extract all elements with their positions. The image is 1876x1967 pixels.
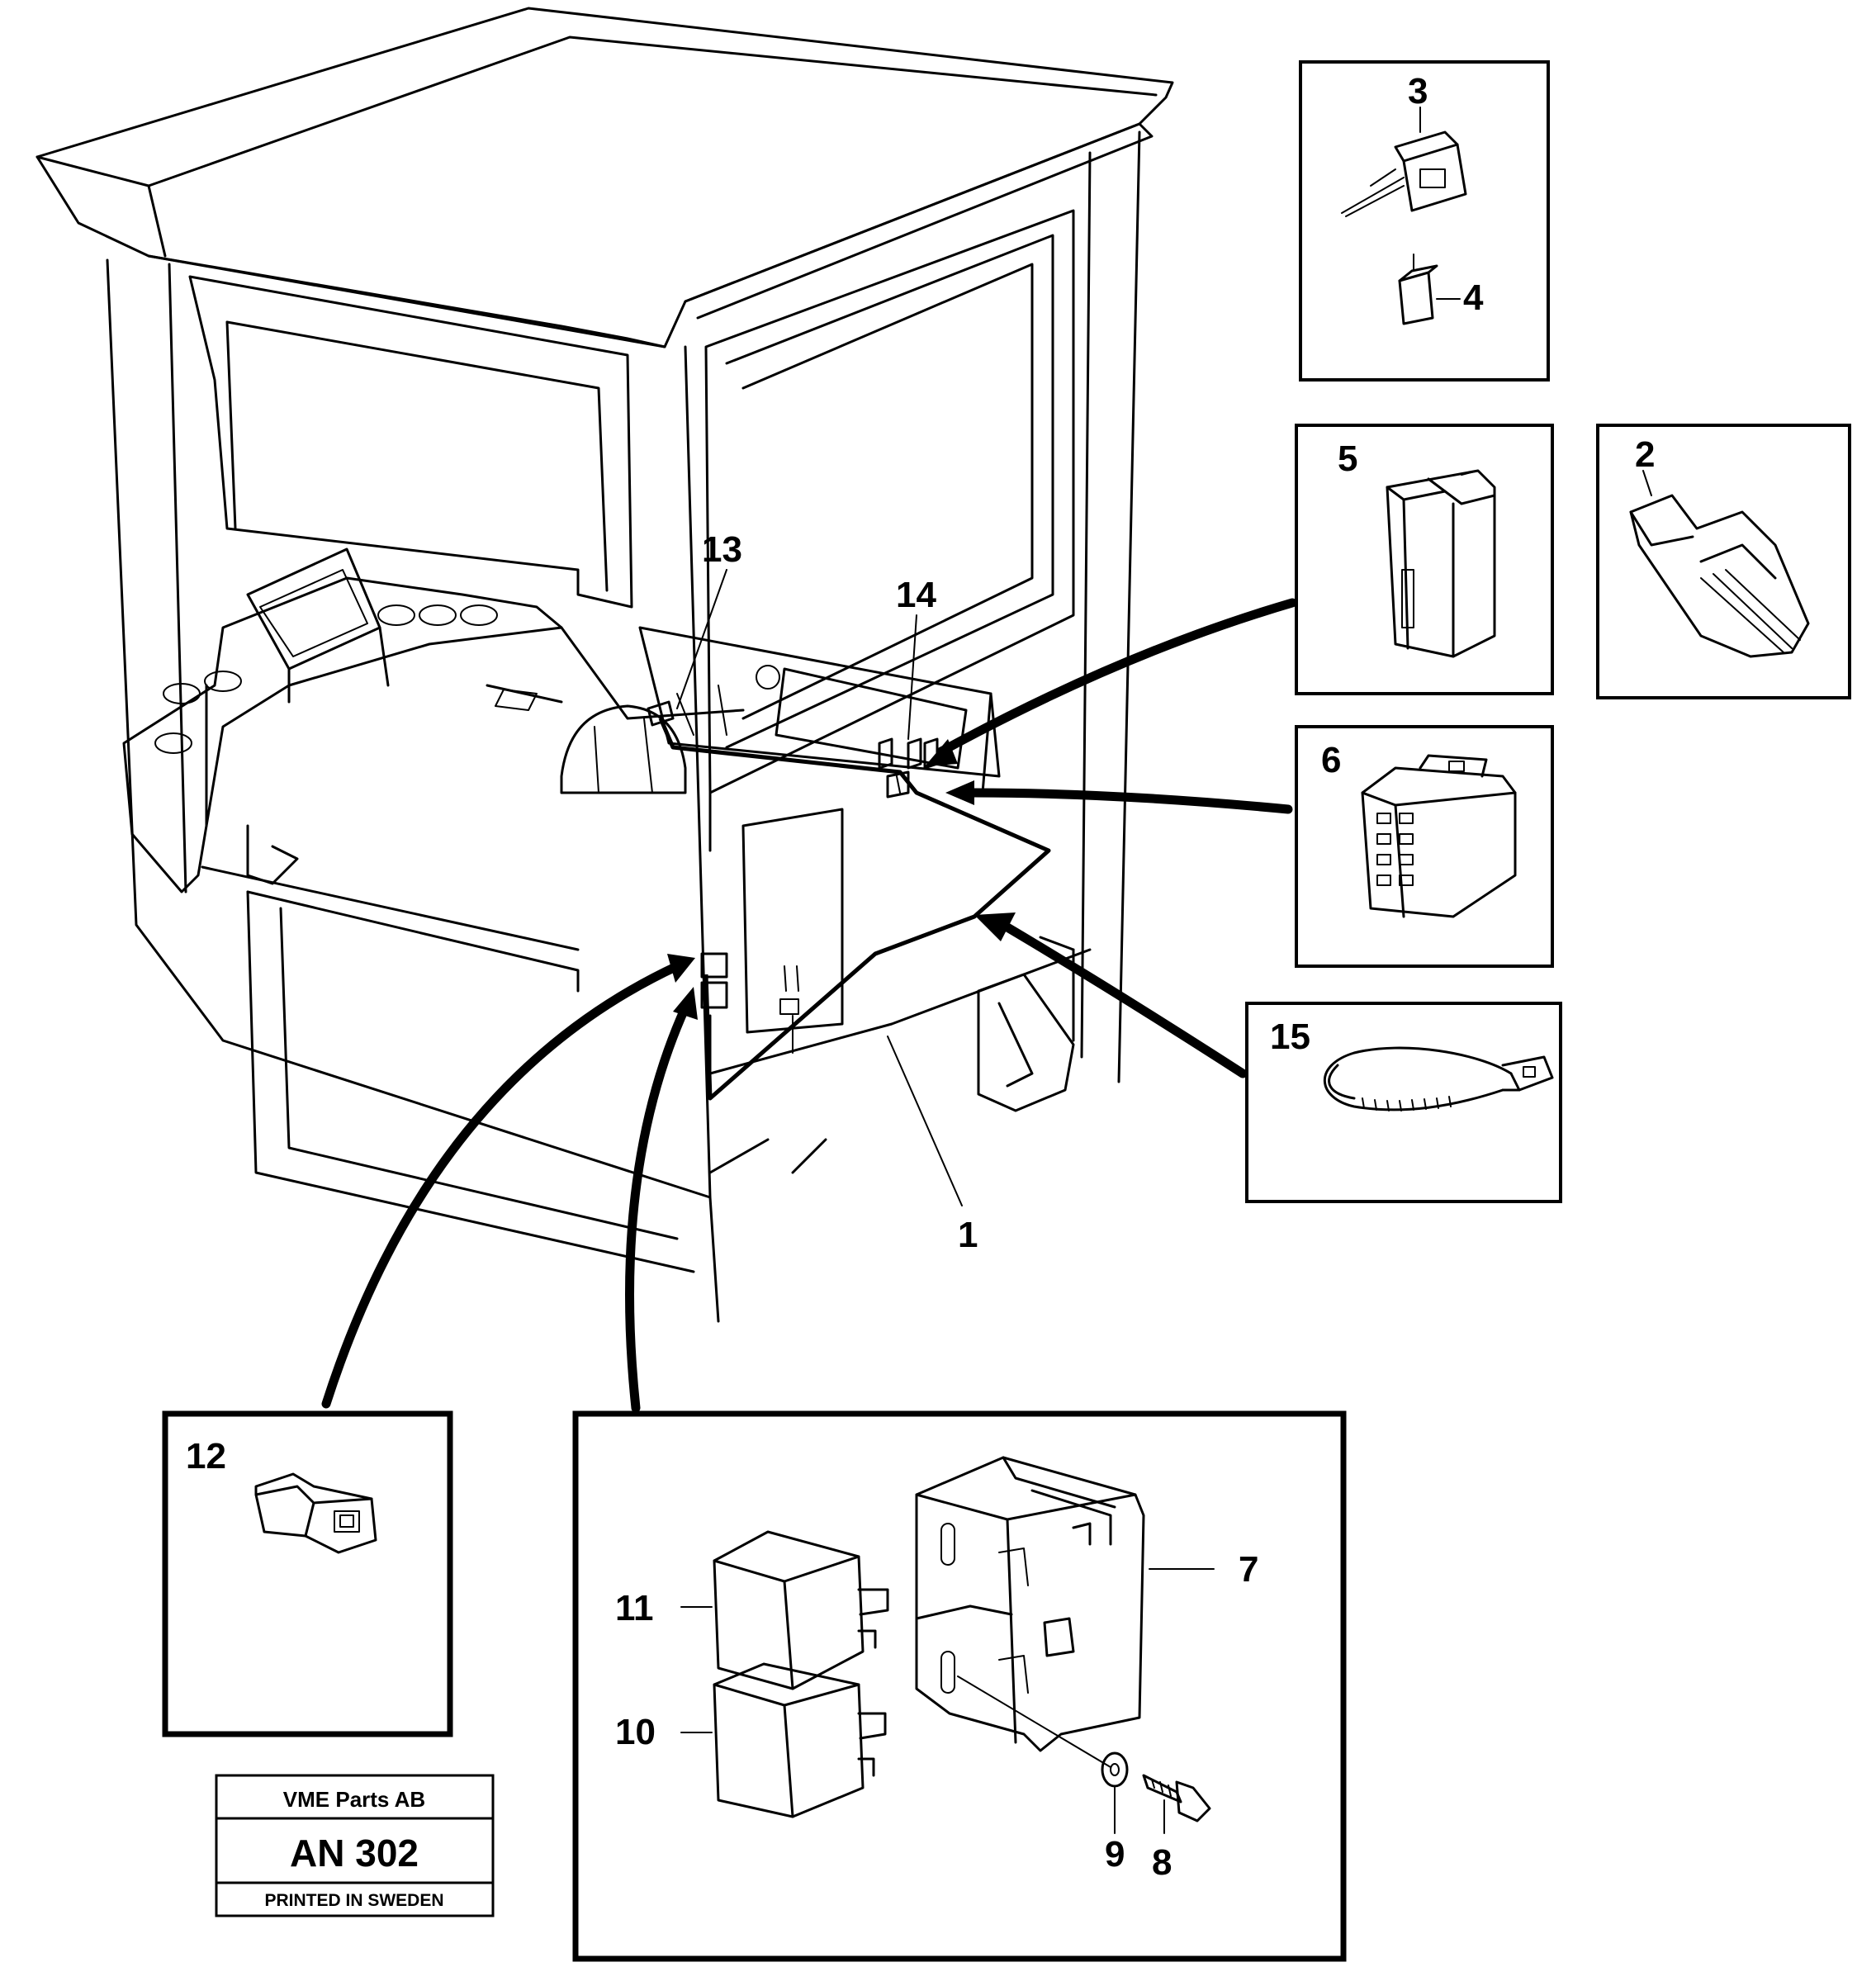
stamp-printed: PRINTED IN SWEDEN — [264, 1891, 443, 1910]
callout-13: 13 — [702, 529, 742, 570]
callout-2: 2 — [1635, 434, 1655, 475]
pointer-arrows — [321, 598, 1297, 1413]
callout-7: 7 — [1239, 1549, 1258, 1590]
callout-1: 1 — [958, 1215, 978, 1255]
detail-box-6 — [1295, 725, 1554, 968]
detail-box-7-11 — [572, 1410, 1347, 1962]
cab-illustration — [36, 7, 1174, 1323]
callout-3: 3 — [1408, 71, 1428, 111]
callout-10: 10 — [615, 1712, 656, 1752]
callout-11: 11 — [615, 1588, 654, 1628]
detail-box-5 — [1295, 424, 1554, 695]
callout-4: 4 — [1463, 277, 1484, 318]
leader-line-13 — [676, 569, 727, 709]
callout-15: 15 — [1270, 1017, 1310, 1057]
detail-box-3-4 — [1299, 60, 1550, 382]
callout-8: 8 — [1152, 1842, 1172, 1883]
detail-box-2 — [1596, 424, 1851, 699]
callout-6: 6 — [1321, 740, 1341, 780]
leader-line-14 — [907, 614, 917, 740]
callout-labels: 1 2 3 4 5 6 7 8 9 10 11 12 13 14 15 — [186, 71, 1655, 1883]
callout-14: 14 — [896, 575, 936, 615]
callout-5: 5 — [1338, 438, 1357, 479]
stamp-company: VME Parts AB — [283, 1787, 425, 1812]
leader-line-1 — [887, 1036, 963, 1206]
stamp-box: VME Parts AB AN 302 PRINTED IN SWEDEN — [215, 1774, 495, 1917]
detail-box-12 — [162, 1410, 453, 1737]
stamp-code: AN 302 — [290, 1832, 419, 1875]
callout-12: 12 — [186, 1436, 226, 1476]
detail-box-15 — [1245, 1002, 1562, 1203]
callout-9: 9 — [1105, 1834, 1125, 1875]
